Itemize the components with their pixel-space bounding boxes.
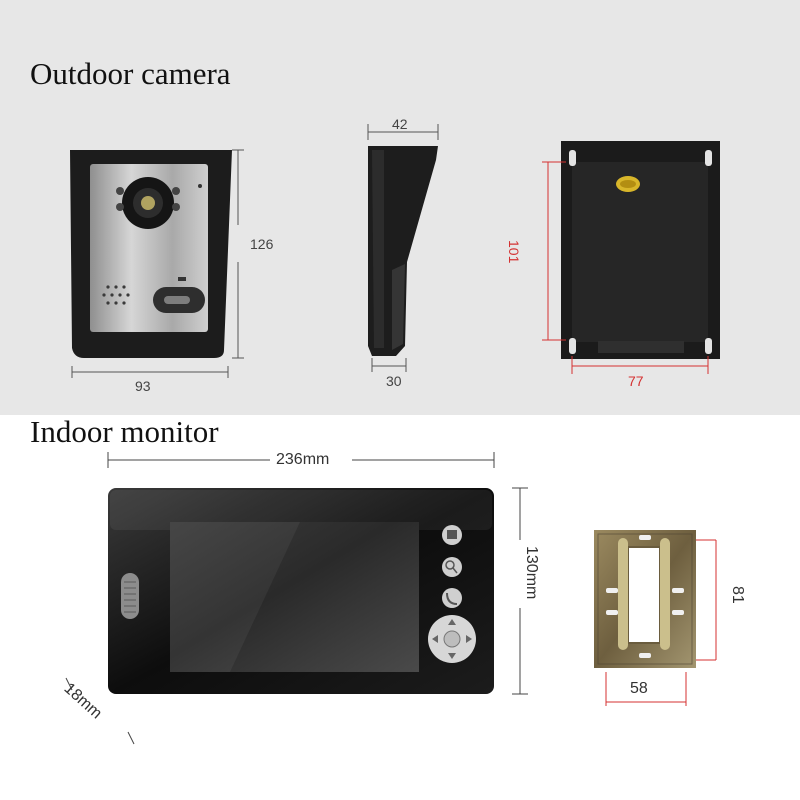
indoor-bracket-width-label: 58 <box>630 680 648 697</box>
indoor-bracket-height-label: 81 <box>729 586 746 604</box>
front-height-label: 126 <box>250 236 274 252</box>
side-depth-top-label: 42 <box>392 116 408 132</box>
monitor-height-label: 130mm <box>523 546 540 600</box>
monitor-dimension-lines <box>65 452 528 745</box>
indoor-monitor-title: Indoor monitor <box>30 414 219 449</box>
side-dimension-lines <box>367 124 439 372</box>
outdoor-camera-title: Outdoor camera <box>30 56 231 91</box>
bracket-width-label: 77 <box>628 373 644 389</box>
outdoor-camera-side <box>368 146 438 356</box>
bracket-height-label: 101 <box>506 240 522 264</box>
bracket-dimension-lines <box>542 161 709 374</box>
side-depth-bottom-label: 30 <box>386 373 402 389</box>
indoor-monitor <box>108 488 494 694</box>
indoor-bracket-dimension-lines <box>605 539 717 706</box>
outdoor-camera-front <box>70 150 232 358</box>
outdoor-camera-bracket <box>561 141 720 359</box>
front-width-label: 93 <box>135 378 151 394</box>
indoor-bracket <box>594 530 696 668</box>
monitor-width-label: 236mm <box>276 451 330 468</box>
front-dimension-lines <box>71 149 244 378</box>
